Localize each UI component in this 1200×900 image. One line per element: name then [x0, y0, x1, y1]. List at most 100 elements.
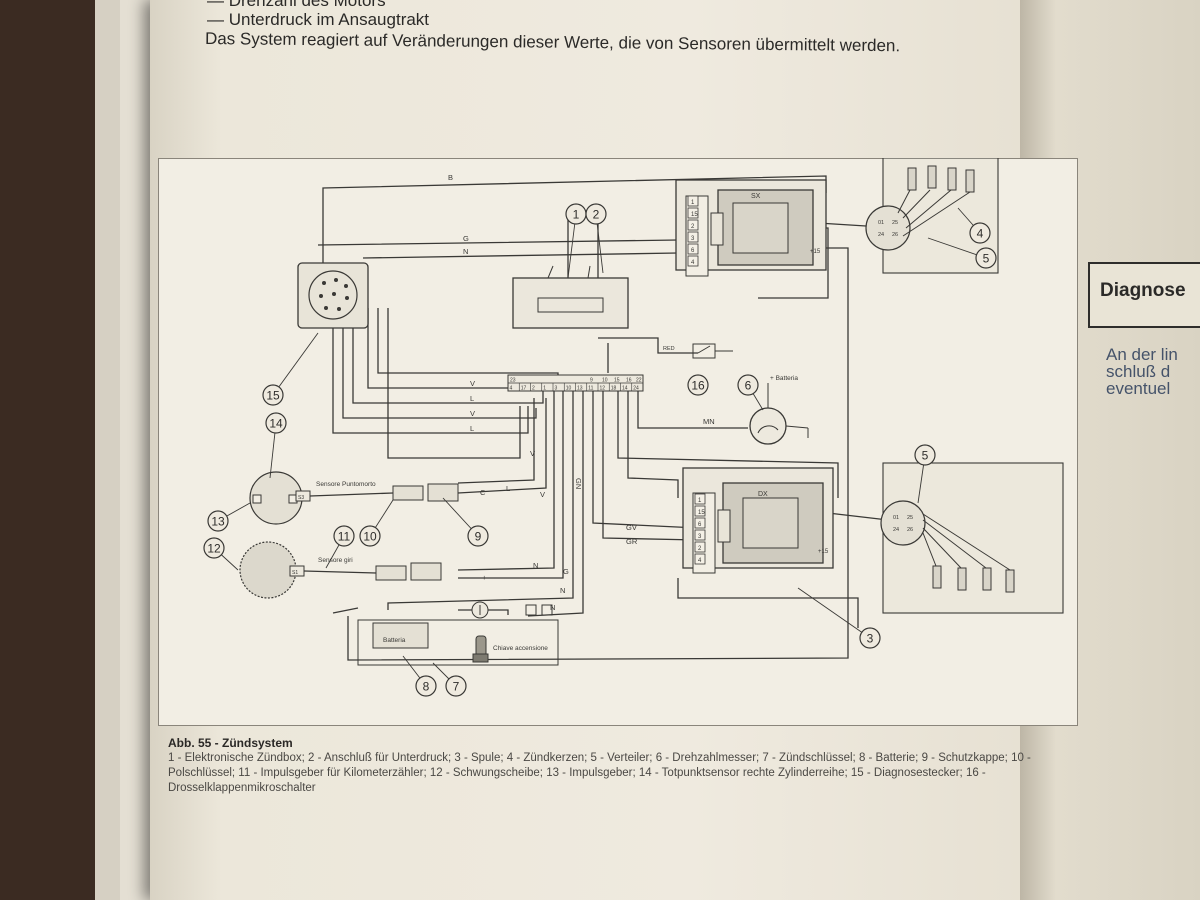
connector-bottom-cell: 24: [633, 386, 639, 392]
callout-circle: [687, 374, 709, 396]
callout-circle: [203, 537, 225, 559]
side-line-3: eventuel: [1106, 379, 1171, 398]
distributor-top-pin: 01: [878, 220, 884, 226]
diagnostic-connector: [297, 262, 369, 329]
wire-bundle-1: [332, 308, 529, 434]
callout-number: 5: [922, 449, 929, 463]
coil-dx-pin-box: [694, 529, 706, 541]
callout-number: 14: [269, 417, 283, 431]
coil-dx: DX +15: [682, 467, 834, 574]
connector-bottom-cell: 14: [622, 386, 628, 392]
coil-dx-pin-label: 4: [698, 558, 702, 564]
coil-sx-pin-box: [687, 231, 699, 243]
sensor-bottom-label: Sensore giri: [318, 557, 353, 564]
wire-label-n2: N: [533, 561, 538, 570]
dist-bot-wire-3: [922, 519, 987, 569]
callout-circle: [859, 627, 881, 649]
wire-ground-batt: [332, 607, 359, 614]
callout-circle: [467, 525, 489, 547]
wire-gn: [387, 391, 574, 610]
distributor-bottom-pin: 24: [893, 527, 899, 533]
callout-number: 13: [211, 515, 225, 529]
wire-label-gr: GR: [626, 537, 638, 546]
distributor-top-pin: 24: [878, 232, 884, 238]
wire-g-lower: [458, 391, 564, 579]
distributor-bottom-pin: 25: [907, 515, 913, 521]
sensor-giri: S1 Sensore giri: [239, 541, 442, 599]
callout-number: 6: [745, 379, 752, 393]
dist-top-wire-4: [902, 191, 971, 237]
dist-bot-wire-1: [922, 532, 937, 567]
connector-top-cell: 15: [614, 378, 620, 384]
coil-sx-pin-label: 3: [691, 236, 695, 242]
wire-label-v2: V: [470, 409, 475, 418]
wire-bundle-2: [342, 308, 537, 419]
wire-n-lower: [457, 391, 555, 571]
wire-label-l2: L: [470, 424, 474, 433]
callout-circle: [415, 675, 437, 697]
callout-leader-line: [567, 213, 577, 279]
coil-dx-pin-label: 1: [698, 498, 702, 504]
callout-number: 2: [593, 208, 600, 222]
side-panel-diagnose: Diagnose: [1088, 262, 1200, 328]
figure-caption: Abb. 55 - Zündsystem 1 - Elektronische Z…: [168, 736, 1048, 796]
callout-circle: [914, 444, 936, 466]
wire-n-top: [362, 252, 688, 259]
distributor-bottom-pin: 01: [893, 515, 899, 521]
distributor-top-pin: 26: [892, 232, 898, 238]
connector-bottom-cell: 18: [611, 386, 617, 392]
plus-battery-label: + Batteria: [770, 375, 798, 382]
coil-dx-pin-label: 3: [698, 534, 702, 540]
coil-sx-pin-label: 2: [691, 224, 695, 230]
callout-circle: [975, 247, 997, 269]
battery: Batteria: [357, 619, 559, 666]
callout-number: 3: [867, 632, 874, 646]
wire-label-mn: MN: [703, 417, 715, 426]
connector-bottom-cell: 1: [543, 386, 546, 392]
callout-number: 10: [363, 530, 377, 544]
wire-v-down: [457, 398, 547, 494]
dist-top-wire-1: [897, 189, 911, 214]
callout-circle: [265, 412, 287, 434]
wire-mn: [637, 391, 748, 429]
callout-circle: [445, 675, 467, 697]
coil-dx-pin-label: 2: [698, 546, 702, 552]
wire-label-c: C: [480, 488, 486, 497]
connector-bottom-cell: 4: [510, 386, 513, 392]
distributor-top-pin: 25: [892, 220, 898, 226]
coil-sx-pin-box: [687, 219, 699, 231]
wire-l-down: [457, 398, 535, 484]
side-text: An der lin schluß d eventuel: [1106, 346, 1178, 397]
callout-circle: [359, 525, 381, 547]
callout-number: 15: [266, 389, 280, 403]
wire-g-top: [317, 239, 688, 246]
callout-number: 7: [453, 680, 460, 694]
ignition-key: Chiave accensione: [471, 601, 553, 663]
key-label: Chiave accensione: [493, 645, 548, 652]
connector-bottom-cell: 10: [566, 386, 572, 392]
wire-to-dx-2: [627, 391, 679, 498]
page-top-text: — Drehzahl des Motors — Unterdruck im An…: [205, 0, 1005, 55]
wire-label-gv: GV: [626, 523, 637, 532]
dist-bot-wire-2: [922, 527, 962, 569]
callout-number: 11: [338, 530, 351, 544]
connector-bottom-cell: 3: [555, 386, 558, 392]
dist-top-wire-3: [905, 189, 952, 229]
top-line-2: — Unterdruck im Ansaugtrakt: [207, 10, 430, 29]
distributor-top-pins: 01 24 25 26: [878, 220, 898, 238]
wire-bundle-3: [352, 308, 544, 404]
coil-sx-pin-box: [687, 207, 699, 219]
callout-number: 4: [977, 227, 984, 241]
connector-top-cell: 23: [510, 378, 516, 384]
coil-sx-pin-box: [687, 243, 699, 255]
dist-top-wire-2: [902, 189, 931, 219]
coil-sx-plus: +15: [810, 249, 821, 255]
wire-bottom-right: [677, 578, 859, 628]
side-line-2: schluß d: [1106, 362, 1171, 381]
